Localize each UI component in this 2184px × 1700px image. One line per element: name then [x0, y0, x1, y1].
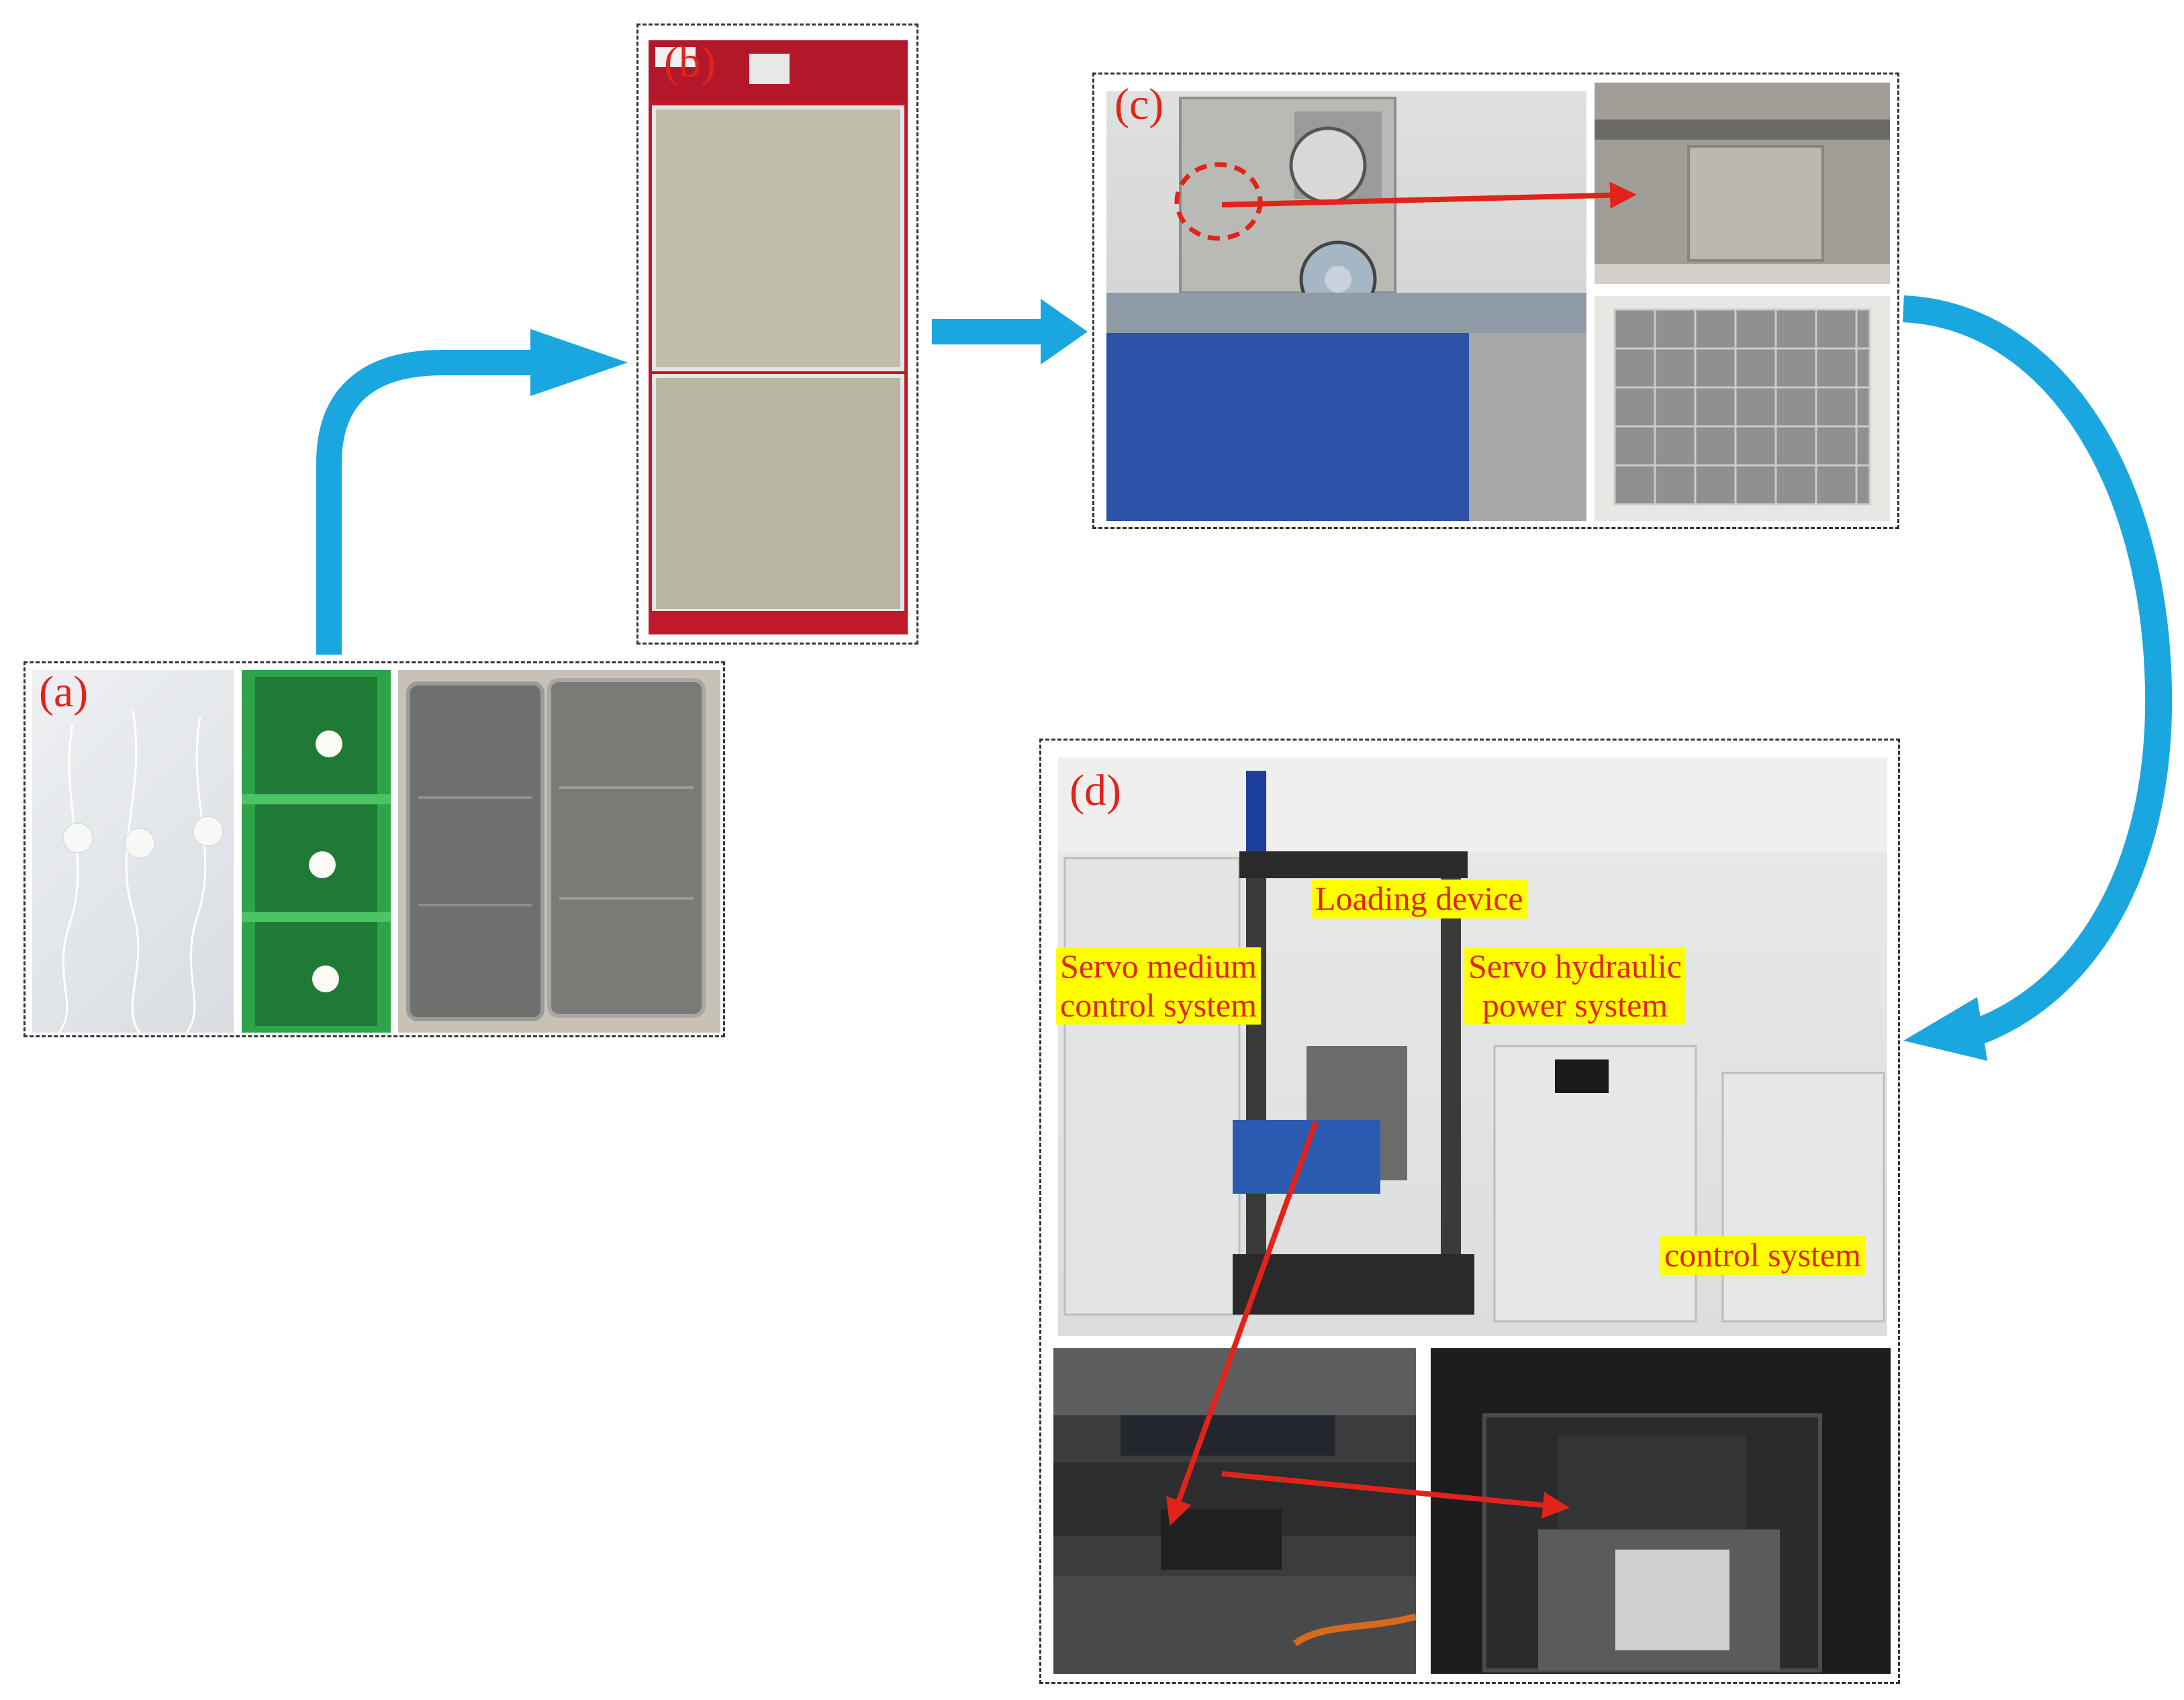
curing-chamber-drawing: [649, 40, 908, 634]
cube-grid-drawing: [1613, 308, 1871, 506]
test-system-drawing: [1058, 757, 1887, 1323]
sensor-strings-drawing: [58, 710, 224, 1033]
flow-arrow-b-to-c: [932, 299, 1088, 365]
photo-sensors-on-strings: [32, 670, 234, 1033]
label-servo-hydraulic-line2: power system: [1482, 986, 1668, 1024]
panel-c-label: (c): [1114, 80, 1164, 129]
photo-test-system: [1058, 757, 1887, 1336]
label-loading-device: Loading device: [1311, 880, 1527, 918]
panel-a-label: (a): [39, 667, 89, 716]
photo-cut-specimen-closeup: [1595, 83, 1890, 284]
specimen-in-chamber-drawing: [1482, 1413, 1822, 1672]
photo-specimen-in-chamber: [1431, 1348, 1891, 1674]
highlight-circle: [1174, 162, 1263, 241]
photo-cutting-machine: [1106, 91, 1586, 521]
photo-cast-specimens: [398, 670, 720, 1033]
label-servo-medium-line2: control system: [1060, 986, 1257, 1024]
pointer-arrow-d-1: [1166, 1120, 1319, 1526]
pointer-arrow-c: [1221, 181, 1637, 209]
panel-c: (c): [1092, 73, 1899, 529]
panel-a: (a): [23, 661, 725, 1037]
panel-d-label: (d): [1070, 766, 1121, 815]
panel-d: (d) Loading device Servo medium control …: [1039, 739, 1900, 1684]
label-servo-medium-line1: Servo medium: [1060, 947, 1257, 985]
panel-b: (b): [636, 23, 918, 645]
green-mold-drawing: [242, 677, 391, 1026]
cast-specimens-drawing: [406, 678, 706, 1021]
label-servo-hydraulic-line1: Servo hydraulic: [1468, 947, 1682, 985]
cut-specimen-drawing: [1595, 120, 1890, 284]
pointer-arrow-d-2: [1221, 1471, 1570, 1519]
label-servo-medium-control: Servo medium control system: [1056, 947, 1262, 1025]
label-servo-hydraulic-power: Servo hydraulic power system: [1464, 947, 1686, 1025]
flow-arrow-c-to-d: [1903, 295, 2173, 1061]
panel-b-label: (b): [664, 38, 716, 87]
photo-curing-chamber: [649, 40, 908, 634]
label-control-system: control system: [1660, 1236, 1866, 1275]
flow-arrow-a-to-b: [316, 329, 628, 655]
photo-cube-specimens-grid: [1595, 296, 1890, 521]
photo-loading-chamber: [1053, 1348, 1416, 1674]
cutting-machine-drawing: [1106, 97, 1586, 521]
loading-chamber-drawing: [1053, 1348, 1416, 1674]
photo-green-mold: [242, 670, 391, 1033]
